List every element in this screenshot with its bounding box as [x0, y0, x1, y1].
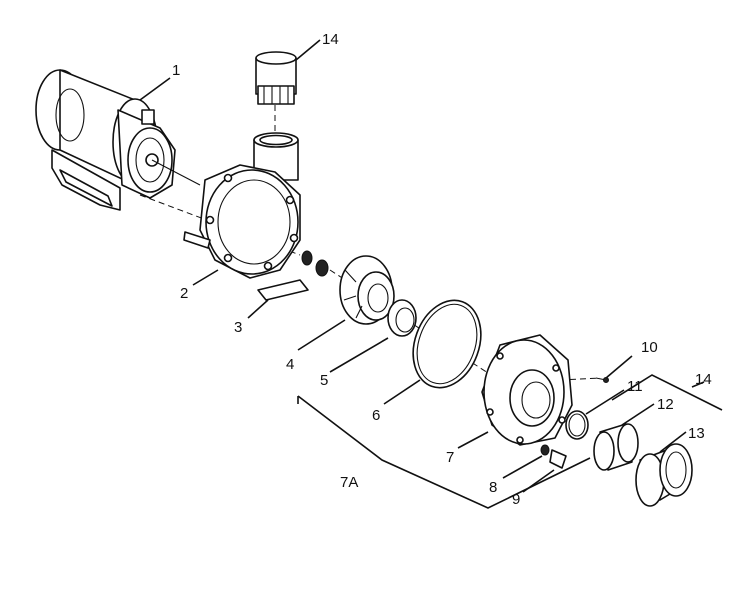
callout-7a: 7A	[340, 474, 358, 491]
callout-6: 6	[372, 407, 380, 424]
callout-14-right: 14	[695, 371, 712, 388]
callout-1: 1	[172, 62, 180, 79]
union-assembly-top	[255, 51, 297, 105]
volute-screw	[595, 377, 609, 383]
union-nut	[635, 443, 693, 507]
impeller-wear-ring	[387, 299, 417, 337]
callout-2: 2	[180, 285, 188, 302]
callout-9: 9	[512, 491, 520, 508]
shaft-seal	[257, 250, 329, 301]
drain-plug-o-ring	[540, 444, 550, 456]
callout-13: 13	[688, 425, 705, 442]
callout-11: 11	[627, 378, 643, 395]
callout-14-top: 14	[322, 31, 339, 48]
callout-10: 10	[641, 339, 658, 356]
union-o-ring	[565, 410, 589, 440]
wet-end-housing	[183, 132, 301, 279]
callout-7: 7	[446, 449, 454, 466]
union-tailpiece	[593, 423, 639, 471]
impeller	[339, 255, 395, 325]
housing-o-ring	[412, 299, 482, 389]
callout-8: 8	[489, 479, 497, 496]
motor	[35, 69, 201, 211]
callout-4: 4	[286, 356, 294, 373]
callout-3: 3	[234, 319, 242, 336]
callout-12: 12	[657, 396, 674, 413]
drain-plug	[549, 449, 567, 469]
volute	[481, 334, 573, 446]
leader-lines	[139, 39, 723, 509]
callout-5: 5	[320, 372, 328, 389]
callout-labels: 1 14 2 3 4 5 6 7 7A 8 9 10 11 12 13 14	[172, 31, 712, 508]
